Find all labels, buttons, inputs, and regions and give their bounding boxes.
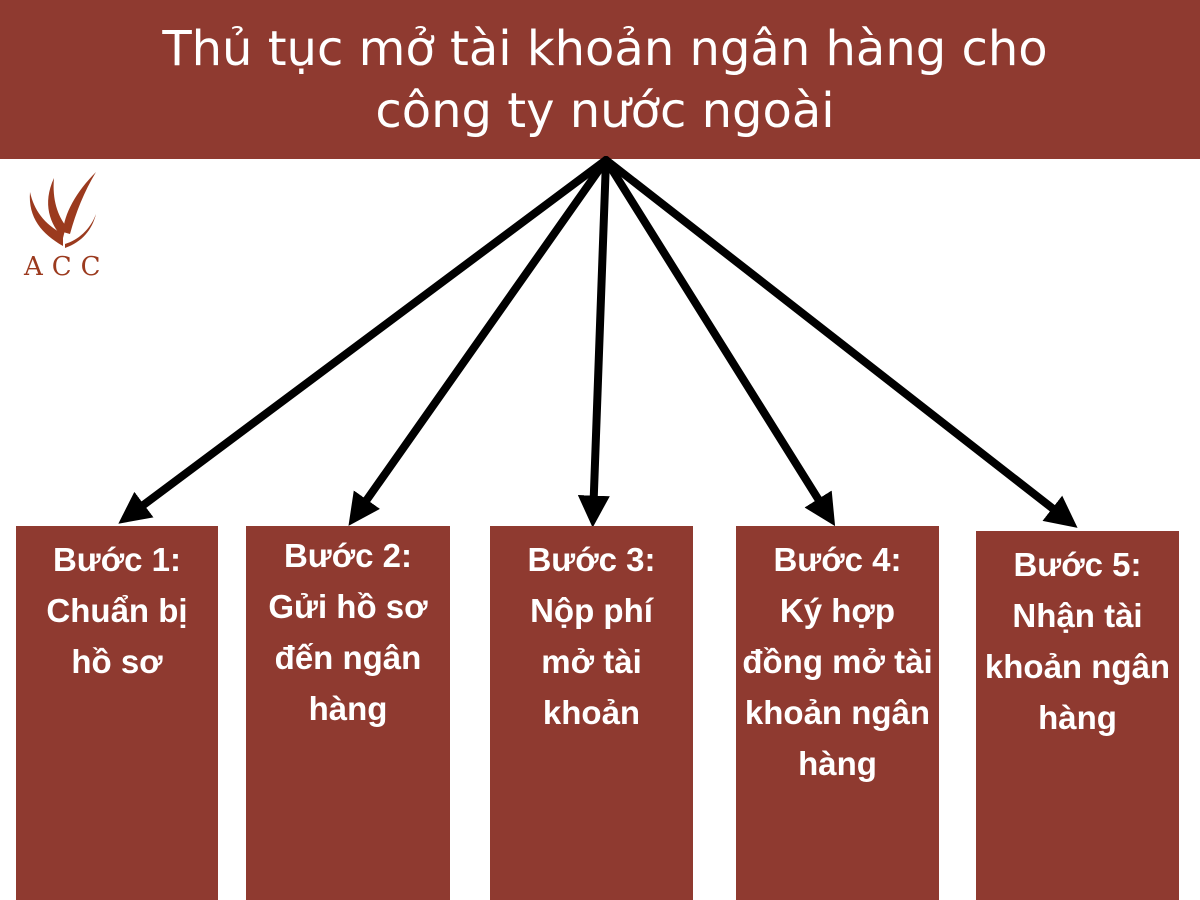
arrow-to-step-1 [118, 156, 610, 524]
step-title: Bước 2: [283, 537, 413, 574]
step-description: Chuẩn bị hồ sơ [46, 592, 188, 680]
step-title: Bước 1: [52, 541, 182, 578]
step-box-5: Bước 5: Nhận tài khoản ngân hàng [976, 531, 1179, 900]
title-banner: Thủ tục mở tài khoản ngân hàng cho công … [0, 0, 1200, 159]
step-title: Bước 3: [527, 541, 656, 578]
step-box-1: Bước 1: Chuẩn bị hồ sơ [16, 526, 218, 900]
step-description: Nộp phí mở tài khoản [530, 592, 653, 731]
step-title: Bước 4: [773, 541, 902, 578]
arrow-to-step-2 [348, 156, 610, 526]
arrow-to-step-3 [577, 156, 610, 528]
step-box-2: Bước 2: Gửi hồ sơ đến ngân hàng [246, 526, 450, 900]
acc-logo: ACC [20, 168, 106, 286]
step-description: Nhận tài khoản ngân hàng [984, 597, 1171, 736]
arrow-to-step-5 [602, 156, 1078, 528]
flame-leaves-icon [29, 172, 96, 248]
page-title: Thủ tục mở tài khoản ngân hàng cho công … [162, 20, 1048, 139]
step-box-3: Bước 3: Nộp phí mở tài khoản [490, 526, 693, 900]
step-description: Gửi hồ sơ đến ngân hàng [268, 588, 428, 727]
step-description: Ký hợp đồng mở tài khoản ngân hàng [742, 592, 933, 782]
logo-text: ACC [24, 252, 110, 282]
arrow-to-step-4 [602, 156, 836, 527]
step-title: Bước 5: [1013, 546, 1142, 583]
step-box-4: Bước 4: Ký hợp đồng mở tài khoản ngân hà… [736, 526, 939, 900]
